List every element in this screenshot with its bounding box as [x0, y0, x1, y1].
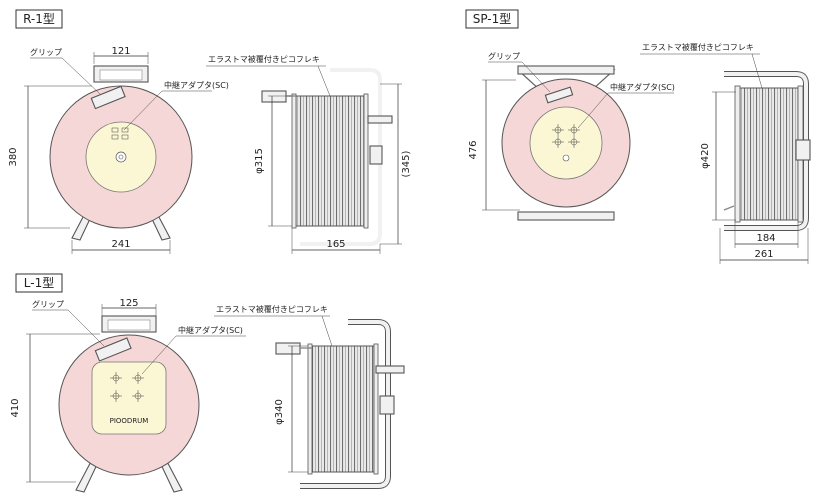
model-sp1: SP-1型 476 グリップ 中継アダプタ(SC): [465, 9, 811, 264]
title-sp1: SP-1型: [473, 12, 512, 26]
dim-height-sp1: 476: [468, 140, 479, 159]
adapter-ports-sp1: [552, 124, 580, 162]
adapter-sp1: [795, 139, 811, 161]
dim-frame-height-r1: (345): [401, 150, 412, 177]
label-cable-r1: エラストマ被覆付きピコフレキ: [208, 54, 320, 64]
hub-l1: [91, 361, 167, 435]
grip-r1: [90, 85, 126, 110]
dim-diameter-l1: φ340: [274, 399, 285, 425]
dim-diameter-sp1: φ420: [700, 143, 711, 169]
label-cable-sp1: エラストマ被覆付きピコフレキ: [642, 42, 754, 52]
side-view-l1: φ340 エラストマ被覆付きピコフレキ: [214, 304, 405, 489]
cable-coil-sp1: [739, 87, 799, 221]
adapter-r1: [367, 115, 393, 124]
title-r1: R-1型: [23, 12, 55, 26]
label-grip-sp1: グリップ: [488, 51, 520, 61]
frame-bottom-sp1: [517, 211, 615, 221]
dim-depth-outer-sp1: 261: [754, 249, 773, 260]
label-adapter-l1: 中継アダプタ(SC): [178, 325, 243, 335]
cable-coil-r1: [295, 95, 365, 227]
dim-base-r1: 241: [111, 239, 130, 250]
plug-l1: [275, 342, 301, 355]
dim-height-r1: 380: [8, 147, 19, 166]
front-view-sp1: 476 グリップ 中継アダプタ(SC): [468, 51, 675, 221]
title-box-sp1: [465, 9, 519, 29]
adapter-l1: [375, 365, 405, 374]
dim-height-l1: 410: [10, 398, 21, 417]
front-view-l1: PIOODRUM 125 410 グリップ 中継アダプタ(SC): [10, 298, 246, 493]
dim-depth-inner-sp1: 184: [756, 233, 775, 244]
model-r1: R-1型 121 380 241: [8, 9, 412, 254]
front-view-r1: 121 380 241 グリップ 中継アダプタ(SC): [8, 46, 229, 254]
title-l1: L-1型: [24, 276, 54, 290]
label-grip-r1: グリップ: [30, 47, 62, 57]
frame-top-sp1: [517, 65, 615, 75]
dim-width-top-l1: 125: [119, 298, 138, 309]
model-l1: L-1型 PIOODRUM 125 410: [10, 273, 405, 493]
dim-depth-r1: 165: [326, 239, 345, 250]
title-box-r1: [15, 9, 63, 29]
dim-diameter-r1: φ315: [254, 148, 265, 174]
grip-l1: [94, 337, 132, 362]
label-adapter-sp1: 中継アダプタ(SC): [610, 82, 675, 92]
hub-sp1: [529, 106, 603, 180]
dim-width-top-r1: 121: [111, 46, 130, 57]
label-adapter-r1: 中継アダプタ(SC): [164, 80, 229, 90]
cable-coil-l1: [311, 345, 375, 473]
adapter-ports-r1: [111, 127, 129, 140]
title-box-l1: [15, 273, 63, 293]
brand-label-l1: PIOODRUM: [110, 417, 149, 425]
side-view-sp1: φ420 184 261 エラストマ被覆付きピコフレキ: [640, 42, 811, 264]
label-cable-l1: エラストマ被覆付きピコフレキ: [216, 304, 328, 314]
label-grip-l1: グリップ: [32, 299, 64, 309]
grip-sp1: [544, 86, 574, 104]
side-view-r1: φ315 (345) 165 エラストマ被覆付きピコフレキ: [206, 54, 412, 254]
plug-r1: [261, 90, 287, 103]
adapter-ports-l1: [110, 372, 144, 402]
